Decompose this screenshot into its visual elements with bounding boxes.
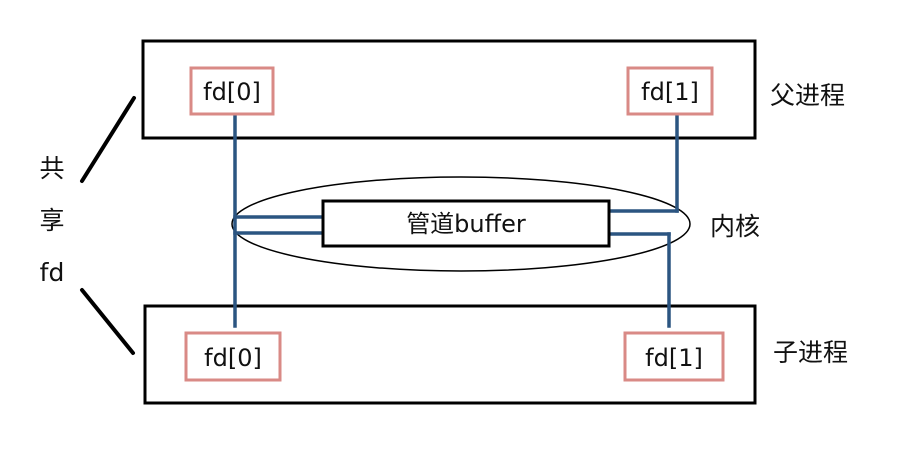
pipe-connections — [233, 114, 679, 328]
child-process-label: 子进程 — [773, 338, 848, 367]
kernel-label: 内核 — [710, 212, 760, 241]
shared-fd-lower-stroke — [80, 288, 135, 355]
child-fd1-box — [623, 331, 725, 382]
shared-fd-upper-stroke — [80, 96, 136, 183]
pipe-buffer-label: 管道buffer — [406, 210, 526, 238]
shared-fd-char-3: fd — [40, 258, 65, 287]
parent-fd1-box — [626, 66, 714, 116]
kernel-ellipse — [231, 176, 691, 272]
shared-fd-char-2: 享 — [39, 206, 64, 235]
child-fd1-label: fd[1] — [645, 344, 703, 372]
shared-fd-char-1: 共 — [39, 154, 64, 183]
parent-fd0-box — [189, 66, 275, 116]
pipe-buffer-box — [321, 199, 611, 248]
parent-fd1-label: fd[1] — [641, 78, 699, 106]
child-fd0-box — [184, 331, 282, 382]
child-fd0-label: fd[0] — [204, 344, 262, 372]
parent-fd0-label: fd[0] — [203, 78, 261, 106]
parent-process-label: 父进程 — [770, 81, 845, 110]
